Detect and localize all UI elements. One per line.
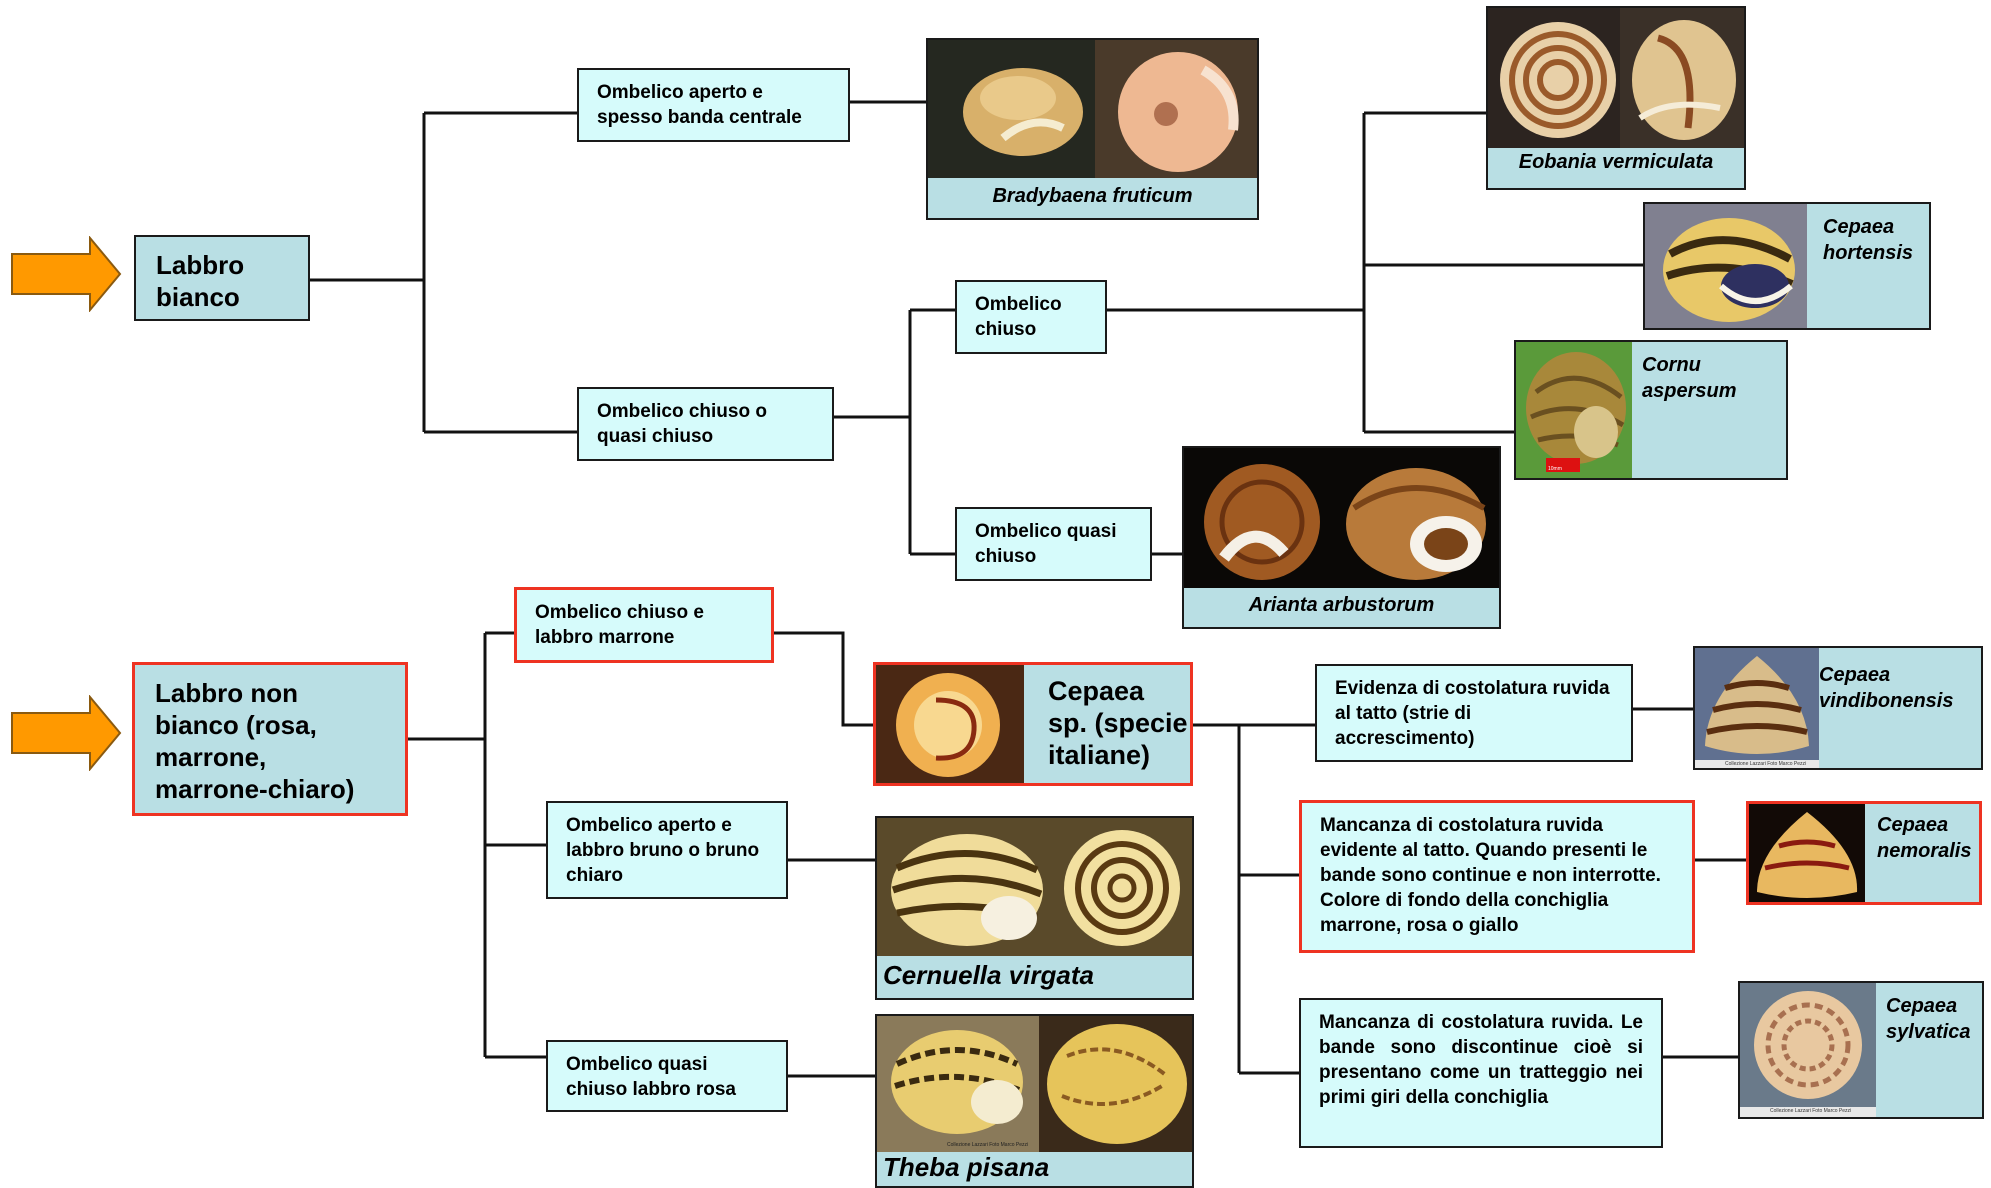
species-name: Bradybaena fruticum: [992, 185, 1193, 207]
species-card-cornu: Cornu aspersum 10mm: [1514, 340, 1788, 480]
node-label: Ombelico aperto e labbro bruno o bruno c…: [566, 815, 760, 886]
node-evidenza-costolatura: Evidenza di costolatura ruvida al tatto …: [1315, 664, 1633, 762]
shell-photo: [1645, 204, 1807, 328]
shell-photo: [876, 665, 1024, 783]
node-ombelico-quasi-chiuso: Ombelico quasi chiuso: [955, 507, 1152, 581]
species-card-hortensis: Cepaea hortensis: [1643, 202, 1931, 330]
species-name: Cernuella virgata: [883, 960, 1094, 990]
node-ombelico-aperto-labbro-bruno: Ombelico aperto e labbro bruno o bruno c…: [546, 801, 788, 899]
species-name: Cepaea sylvatica: [1886, 995, 1971, 1043]
node-label: Ombelico chiuso: [975, 294, 1062, 340]
node-label: Ombelico quasi chiuso: [975, 521, 1117, 567]
node-label: Ombelico aperto e spesso banda centrale: [597, 82, 802, 128]
species-name: Theba pisana: [883, 1152, 1050, 1182]
species-card-cepaea-sp: Cepaea sp. (specie italiane): [873, 662, 1193, 786]
shell-photo: [928, 40, 1257, 178]
root-labbro-bianco: Labbro bianco: [134, 235, 310, 321]
species-card-arianta: Arianta arbustorum: [1182, 446, 1501, 629]
node-label: Evidenza di costolatura ruvida al tatto …: [1335, 678, 1610, 749]
species-card-nemoralis: Cepaea nemoralis: [1746, 801, 1982, 905]
shell-photo: [877, 1016, 1192, 1152]
shell-photo: [1488, 8, 1744, 148]
node-ombelico-aperto-spesso: Ombelico aperto e spesso banda centrale: [577, 68, 850, 142]
node-ombelico-chiuso-labbro-marrone: Ombelico chiuso e labbro marrone: [514, 587, 774, 663]
node-label: Mancanza di costolatura ruvida evidente …: [1320, 815, 1661, 936]
node-mancanza-costolatura-continua: Mancanza di costolatura ruvida evidente …: [1299, 800, 1695, 953]
species-card-vindibonensis: Collezione Lazzari Foto Marco Pezzi Cepa…: [1693, 646, 1983, 770]
node-label: Ombelico chiuso o quasi chiuso: [597, 401, 767, 447]
shell-photo: [1749, 804, 1865, 902]
photo-credit: Collezione Lazzari Foto Marco Pezzi: [1725, 761, 1807, 767]
species-card-cernuella: Cernuella virgata: [875, 816, 1194, 1000]
photo-credit: Collezione Lazzari Foto Marco Pezzi: [947, 1142, 1029, 1148]
node-ombelico-chiuso: Ombelico chiuso: [955, 280, 1107, 354]
species-name: Cepaea hortensis: [1823, 216, 1914, 264]
arrow-icon: [11, 236, 122, 312]
scale-bar-label: 10mm: [1548, 466, 1562, 472]
shell-photo: [1516, 342, 1632, 478]
photo-credit: Collezione Lazzari Foto Marco Pezzi: [1770, 1108, 1852, 1114]
node-label: Ombelico chiuso e labbro marrone: [535, 602, 704, 648]
node-label: Mancanza di costolatura ruvida. Le bande…: [1319, 1012, 1643, 1108]
species-card-theba: Collezione Lazzari Foto Marco Pezzi Theb…: [875, 1014, 1194, 1188]
node-label: Ombelico quasi chiuso labbro rosa: [566, 1054, 736, 1100]
shell-photo: [877, 818, 1192, 956]
species-card-eobania: Eobania vermiculata: [1486, 6, 1746, 190]
shell-photo: [1740, 983, 1876, 1117]
species-name: Cepaea vindibonensis: [1819, 664, 1954, 712]
shell-photo: [1695, 648, 1819, 768]
shell-photo: [1184, 448, 1499, 588]
arrow-icon: [11, 695, 122, 771]
species-name: Arianta arbustorum: [1248, 594, 1435, 616]
species-name: Cepaea nemoralis: [1877, 814, 1972, 862]
node-mancanza-costolatura-discontinua: Mancanza di costolatura ruvida. Le bande…: [1299, 998, 1663, 1148]
species-name: Eobania vermiculata: [1518, 151, 1714, 173]
root-labbro-non-bianco: Labbro non bianco (rosa, marrone, marron…: [132, 662, 408, 816]
species-name: Cornu aspersum: [1642, 354, 1737, 402]
species-card-bradybaena: Bradybaena fruticum: [926, 38, 1259, 220]
species-name: Cepaea sp. (specie italiane): [1048, 676, 1188, 770]
node-ombelico-quasi-chiuso-labbro-rosa: Ombelico quasi chiuso labbro rosa: [546, 1040, 788, 1112]
root-labbro-non-bianco-label: Labbro non bianco (rosa, marrone, marron…: [155, 678, 355, 804]
species-card-sylvatica: Collezione Lazzari Foto Marco Pezzi Cepa…: [1738, 981, 1984, 1119]
node-ombelico-chiuso-o-quasi: Ombelico chiuso o quasi chiuso: [577, 387, 834, 461]
root-labbro-bianco-label: Labbro bianco: [156, 250, 245, 312]
